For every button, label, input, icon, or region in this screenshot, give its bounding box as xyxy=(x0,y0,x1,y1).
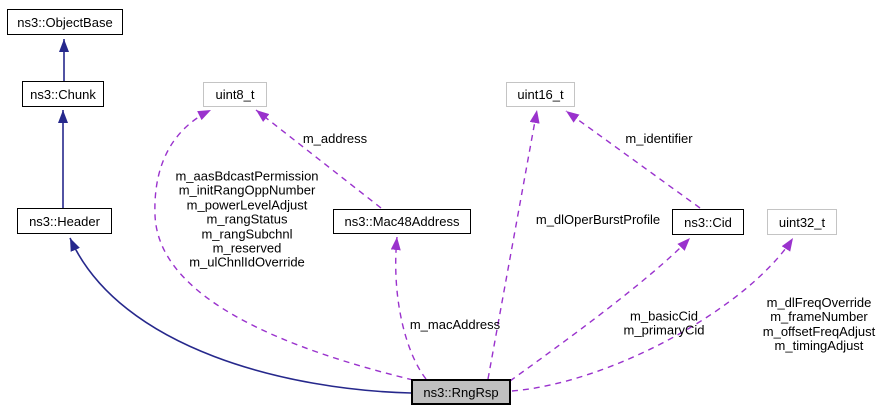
class-node-ns3-mac48address[interactable]: ns3::Mac48Address xyxy=(333,209,471,234)
class-node-ns3-objectbase[interactable]: ns3::ObjectBase xyxy=(7,9,123,35)
edge-usage-rngrsp-to-uint16 xyxy=(487,109,540,380)
edge-label-m-dloperburstprofile: m_dlOperBurstProfile xyxy=(535,211,661,227)
edge-usage-rngrsp-to-mac48 xyxy=(390,236,427,380)
edge-label-line: m_primaryCid xyxy=(623,323,705,338)
edge-label-rngrsp-cid-members: m_basicCid m_primaryCid xyxy=(623,308,705,339)
edge-usage-cid-to-uint16 xyxy=(565,110,701,209)
class-node-ns3-cid[interactable]: ns3::Cid xyxy=(672,209,744,235)
type-node-uint16-t: uint16_t xyxy=(506,82,575,107)
edge-label-line: m_timingAdjust xyxy=(774,338,864,354)
edge-usage-rngrsp-to-cid xyxy=(509,237,691,382)
edge-label-line: m_powerLevelAdjust xyxy=(186,197,308,213)
edge-label-line: m_rangStatus xyxy=(206,211,288,227)
class-node-ns3-chunk[interactable]: ns3::Chunk xyxy=(22,81,104,107)
type-node-uint8-t: uint8_t xyxy=(203,82,267,107)
edge-label-rngrsp-uint32-members: m_dlFreqOverride m_frameNumber m_offsetF… xyxy=(762,295,876,354)
edge-label-m-identifier: m_identifier xyxy=(625,130,693,146)
class-node-ns3-rngrsp-main: ns3::RngRsp xyxy=(411,379,511,405)
edge-label-line: m_dlFreqOverride xyxy=(766,295,872,311)
edge-label-rngrsp-uint8-members: m_aasBdcastPermission m_initRangOppNumbe… xyxy=(175,168,319,271)
edge-usage-rngrsp-to-uint32 xyxy=(511,237,794,392)
type-node-uint32-t: uint32_t xyxy=(767,209,837,235)
edge-label-m-address: m_address xyxy=(302,130,368,146)
edge-usage-rngrsp-to-uint8 xyxy=(154,109,414,381)
edge-label-line: m_basicCid xyxy=(630,308,698,324)
edge-label-line: m_reserved xyxy=(212,240,282,256)
edge-usage-mac48-to-uint8 xyxy=(255,109,382,209)
edge-label-m-macaddress: m_macAddress xyxy=(409,316,501,332)
edge-label-line: m_frameNumber xyxy=(770,309,868,325)
class-node-ns3-header[interactable]: ns3::Header xyxy=(17,208,112,234)
edge-label-line: m_aasBdcastPermission xyxy=(175,168,319,184)
edge-label-line: m_ulChnlIdOverride xyxy=(189,255,305,271)
edge-label-line: m_rangSubchnl xyxy=(201,226,293,242)
edge-label-line: m_offsetFreqAdjust xyxy=(762,324,876,339)
edge-inheritance-rngrsp-to-header xyxy=(69,237,412,394)
edge-label-line: m_initRangOppNumber xyxy=(178,182,316,198)
